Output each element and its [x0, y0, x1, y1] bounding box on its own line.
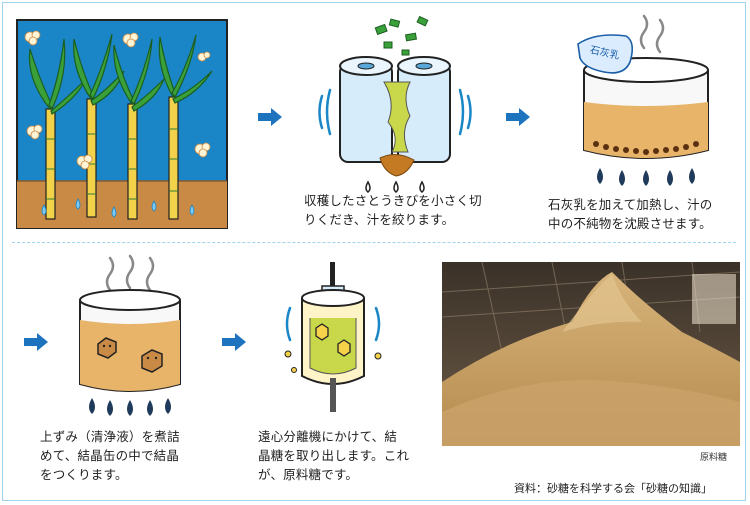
row-divider — [12, 242, 736, 243]
raw-sugar-photo — [442, 262, 740, 446]
step-caption-boil: 上ずみ（清浄液）を煮詰 めて、結晶缶の中で結晶 をつくります。 — [40, 429, 180, 482]
photo-caption: 原料糖 — [700, 453, 728, 463]
lime-tank-illustration — [577, 14, 709, 186]
step-caption-centrifuge: 遠心分離機にかけて、結 晶糖を取り出します。これ が、原料糖です。 — [258, 429, 410, 482]
step-caption-purify: 石灰乳を加えて加熱し、汁の 中の不純物を沈殿させます。 — [548, 197, 713, 231]
boiling-tank-illustration — [79, 254, 181, 416]
source-note: 資料：砂糖を科学する会「砂糖の知識」 — [514, 482, 712, 495]
centrifuge-illustration — [284, 262, 382, 412]
crushing-rollers-illustration — [318, 15, 472, 193]
arrow-icon — [258, 108, 282, 126]
step-caption-juice: 収穫したさとうきびを小さく切 りくだき、汁を絞ります。 — [304, 193, 482, 227]
arrow-icon — [222, 333, 246, 351]
arrow-icon — [506, 108, 530, 126]
arrow-icon — [24, 333, 48, 351]
sugarcane-field-illustration — [16, 19, 228, 229]
